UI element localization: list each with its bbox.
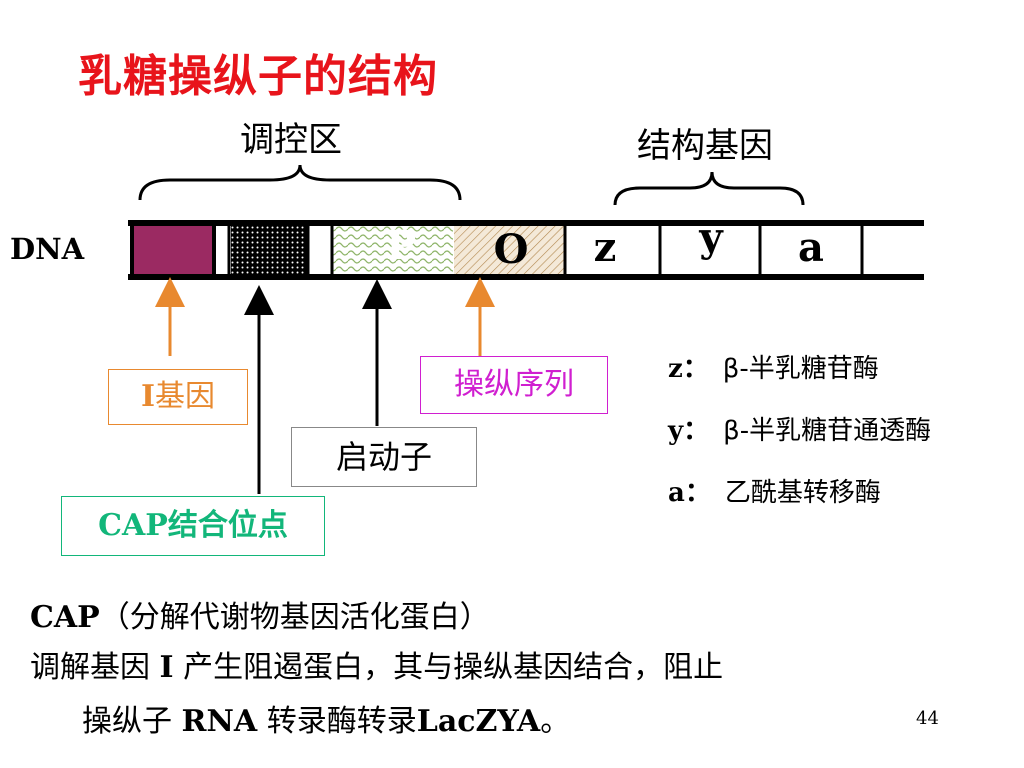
- structural-genes-label: 结构基因: [637, 126, 773, 166]
- dna-label: DNA: [10, 232, 85, 266]
- operator-segment: [454, 226, 564, 274]
- legend-item-a: a：乙酰基转移酶: [668, 478, 881, 508]
- legend-item-z: z：β-半乳糖苷酶: [668, 354, 879, 384]
- i-gene-segment: [134, 226, 212, 274]
- note-line-1: CAP（分解代谢物基因活化蛋白）: [30, 600, 490, 635]
- promoter-box: 启动子: [291, 427, 477, 487]
- page-title: 乳糖操纵子的结构: [78, 51, 438, 102]
- cap-binding-site-box: CAP结合位点: [61, 496, 325, 556]
- structural-genes-brace: [613, 171, 805, 206]
- operator-box: 操纵序列: [420, 356, 608, 414]
- gene-a-letter: a: [798, 224, 824, 271]
- regulatory-region-label: 调控区: [240, 120, 342, 160]
- promoter-letter: P: [385, 222, 417, 269]
- note-line-2: 调解基因 I 产生阻遏蛋白，其与操纵基因结合，阻止: [30, 650, 724, 685]
- legend-item-y: y：β-半乳糖苷通透酶: [668, 416, 932, 446]
- gene-y-letter: y: [699, 214, 723, 261]
- promoter-segment: [333, 226, 453, 274]
- gene-z-letter: z: [593, 224, 617, 271]
- i-gene-box: I基因: [108, 369, 248, 425]
- page-number: 44: [916, 708, 939, 729]
- note-line-3: 操纵子 RNA 转录酶转录LacZYA。: [82, 704, 571, 739]
- operator-letter: O: [493, 226, 529, 273]
- cap-site-segment: [231, 226, 307, 274]
- regulatory-region-brace: [138, 164, 462, 201]
